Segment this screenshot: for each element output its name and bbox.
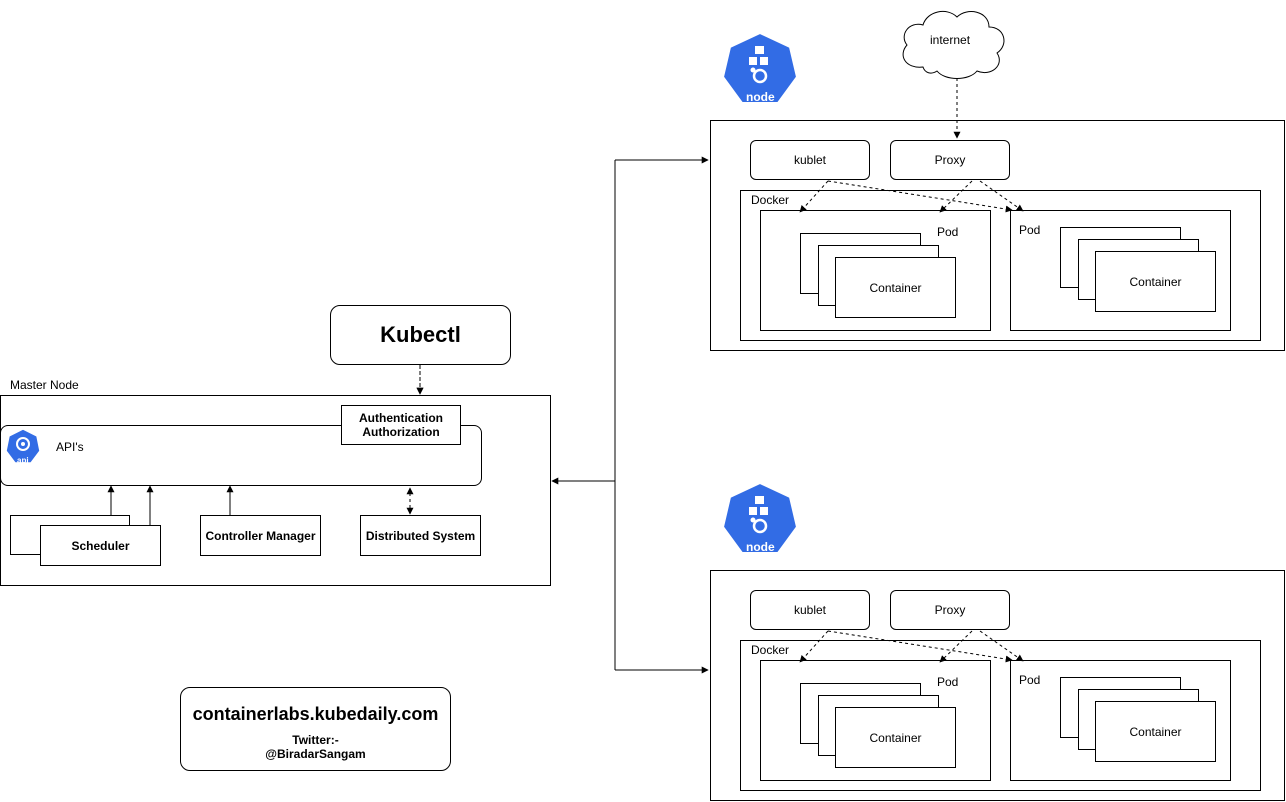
node1-kublet-box: kublet bbox=[750, 140, 870, 180]
node1-docker-label: Docker bbox=[751, 193, 790, 207]
controller-manager-label: Controller Manager bbox=[205, 528, 316, 543]
node2-badge-label: node bbox=[746, 540, 775, 554]
node2-pod2-container-label: Container bbox=[1129, 724, 1182, 739]
kubernetes-api-icon bbox=[5, 428, 41, 464]
internet-label: internet bbox=[930, 33, 971, 47]
kubectl-label: Kubectl bbox=[380, 322, 461, 347]
auth-line2: Authorization bbox=[362, 425, 440, 439]
cloud-icon bbox=[902, 10, 1005, 79]
node2-pod2-label: Pod bbox=[1019, 673, 1041, 687]
footer-twitter-line1: Twitter:- bbox=[292, 733, 339, 747]
node1-pod2-label: Pod bbox=[1019, 223, 1041, 237]
node2-pod1-container-label: Container bbox=[869, 730, 922, 745]
kubectl-box: Kubectl bbox=[330, 305, 511, 365]
auth-box: Authentication Authorization bbox=[341, 405, 461, 445]
node1-pod2-container: Container bbox=[1095, 251, 1216, 312]
node2-proxy-box: Proxy bbox=[890, 590, 1010, 630]
kubernetes-node-icon bbox=[721, 481, 799, 554]
distributed-system-label: Distributed System bbox=[365, 528, 476, 543]
node2-kublet-label: kublet bbox=[793, 603, 827, 617]
node2-docker-label: Docker bbox=[751, 643, 790, 657]
node2-pod2-container: Container bbox=[1095, 701, 1216, 762]
scheduler-box: Scheduler bbox=[40, 525, 161, 566]
node2-proxy-label: Proxy bbox=[934, 603, 966, 617]
node1-badge-label: node bbox=[746, 90, 775, 104]
controller-manager-box: Controller Manager bbox=[200, 515, 321, 556]
footer-site: containerlabs.kubedaily.com bbox=[192, 704, 439, 724]
node2-kublet-box: kublet bbox=[750, 590, 870, 630]
master-node-label: Master Node bbox=[10, 378, 79, 392]
auth-line1: Authentication bbox=[359, 411, 443, 425]
distributed-system-box: Distributed System bbox=[360, 515, 481, 556]
node1-proxy-box: Proxy bbox=[890, 140, 1010, 180]
scheduler-label: Scheduler bbox=[71, 538, 130, 553]
node1-pod2-container-label: Container bbox=[1129, 274, 1182, 289]
footer-twitter-line2: @BiradarSangam bbox=[265, 747, 366, 761]
kubernetes-node-icon bbox=[721, 31, 799, 104]
api-label: API's bbox=[56, 440, 84, 454]
api-badge-label: api bbox=[17, 456, 29, 465]
node2-pod1-label: Pod bbox=[937, 675, 959, 689]
node1-pod1-container-label: Container bbox=[869, 280, 922, 295]
node1-proxy-label: Proxy bbox=[934, 153, 966, 167]
node1-pod1-label: Pod bbox=[937, 225, 959, 239]
node1-pod1-container: Container bbox=[835, 257, 956, 318]
node2-pod1-container: Container bbox=[835, 707, 956, 768]
node1-kublet-label: kublet bbox=[793, 153, 827, 167]
footer-box bbox=[180, 687, 451, 771]
